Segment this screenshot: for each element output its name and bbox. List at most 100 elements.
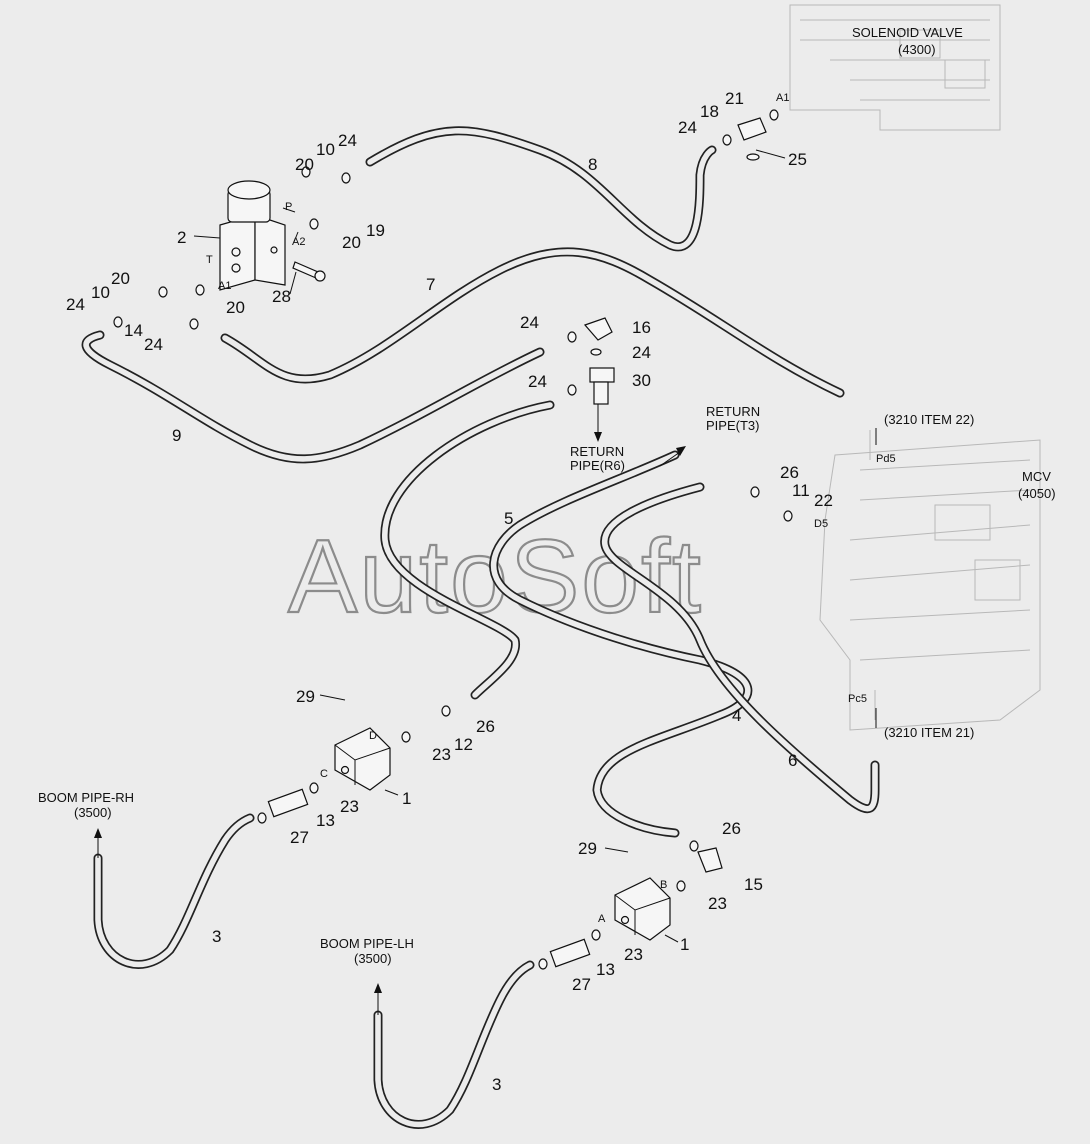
callout: 24 [144, 335, 163, 354]
hose-9 [81, 330, 545, 464]
hose-5 [380, 400, 555, 700]
check-valve-13-lower [549, 938, 591, 968]
solenoid-valve-body [219, 180, 286, 291]
boom-pipe-lh-ref: (3500) [354, 951, 392, 966]
callout: 24 [520, 313, 539, 332]
elbow-15 [697, 847, 723, 873]
solenoid-valve-ghost [789, 4, 1001, 131]
callout: 24 [66, 295, 85, 314]
callout: 12 [454, 735, 473, 754]
callout: 24 [632, 343, 651, 362]
callout: 24 [338, 131, 357, 150]
port-a1-solenoid: A1 [776, 92, 789, 104]
callout: 25 [788, 150, 807, 169]
callout: 10 [316, 140, 335, 159]
callout: 15 [744, 875, 763, 894]
port-b: B [660, 879, 667, 891]
check-valve-13-upper [267, 788, 309, 818]
callout: 1 [402, 789, 411, 808]
callout: 24 [678, 118, 697, 137]
pipe-4 [489, 450, 753, 838]
return-pipe-t3-line2: PIPE(T3) [706, 418, 759, 433]
port-d5: D5 [814, 518, 828, 530]
mcv-label: MCV [1022, 469, 1051, 484]
callout: 13 [596, 960, 615, 979]
pipe-6 [600, 482, 880, 814]
item22-ref-label: (3210 ITEM 22) [884, 412, 974, 427]
callout: 18 [700, 102, 719, 121]
callout: 26 [780, 463, 799, 482]
leader-lines [193, 149, 877, 943]
port-a: A [598, 913, 606, 925]
port-t: T [206, 254, 213, 266]
callout: 27 [290, 828, 309, 847]
callout: 20 [295, 155, 314, 174]
callout: 8 [588, 155, 597, 174]
callout: 23 [432, 745, 451, 764]
callout: 4 [732, 706, 741, 725]
mcv-ref: (4050) [1018, 486, 1056, 501]
boom-pipe-rh-label: BOOM PIPE-RH [38, 790, 134, 805]
hose-3-upper [93, 813, 255, 969]
callout: 29 [578, 839, 597, 858]
o-rings [113, 109, 793, 970]
callout: 24 [528, 372, 547, 391]
elbow-16 [583, 317, 613, 341]
callout: 6 [788, 751, 797, 770]
callout: 26 [722, 819, 741, 838]
callout: 29 [296, 687, 315, 706]
block-1-upper [334, 727, 391, 791]
boom-pipe-rh-ref: (3500) [74, 805, 112, 820]
callout: 26 [476, 717, 495, 736]
tee-18 [737, 117, 767, 141]
return-pipe-r6-line1: RETURN [570, 444, 624, 459]
hose-8 [365, 126, 717, 252]
callout: 21 [725, 89, 744, 108]
callout: 1 [680, 935, 689, 954]
callout: 19 [366, 221, 385, 240]
callout: 2 [177, 228, 186, 247]
callout: 22 [814, 491, 833, 510]
callout: 30 [632, 371, 651, 390]
port-pc5: Pc5 [848, 693, 867, 705]
callout: 3 [492, 1075, 501, 1094]
callout: 3 [212, 927, 221, 946]
reference-labels: SOLENOID VALVE (4300) MCV (4050) (3210 I… [38, 25, 1056, 966]
port-c: C [320, 768, 328, 780]
tee-30 [589, 367, 615, 405]
callout: 23 [340, 797, 359, 816]
solenoid-valve-ref: (4300) [898, 42, 936, 57]
port-a2: A2 [292, 236, 305, 248]
callout: 9 [172, 426, 181, 445]
callout-numbers: 1 1 2 3 3 4 5 6 7 8 9 10 10 11 12 13 13 … [66, 89, 833, 1094]
block-1-lower [614, 877, 671, 941]
boom-pipe-lh-label: BOOM PIPE-LH [320, 936, 414, 951]
screw-28 [292, 261, 326, 282]
port-pd5: Pd5 [876, 453, 896, 465]
callout: 28 [272, 287, 291, 306]
callout: 20 [226, 298, 245, 317]
port-p: P [285, 201, 292, 213]
hose-7 [220, 247, 845, 398]
callout: 23 [708, 894, 727, 913]
port-d: D [369, 730, 377, 742]
hose-3-lower [373, 960, 535, 1129]
solenoid-valve-label: SOLENOID VALVE [852, 25, 963, 40]
callout: 20 [342, 233, 361, 252]
callout: 5 [504, 509, 513, 528]
callout: 23 [624, 945, 643, 964]
callout: 16 [632, 318, 651, 337]
port-labels: P A2 T A1 A1 Pd5 D5 Pc5 C D A B [206, 92, 896, 925]
callout: 11 [792, 481, 810, 500]
mcv-ghost [819, 430, 1041, 731]
callout: 10 [91, 283, 110, 302]
return-pipe-t3-line1: RETURN [706, 404, 760, 419]
callout: 27 [572, 975, 591, 994]
flow-arrows [94, 404, 686, 1015]
port-a1-valve: A1 [218, 280, 231, 292]
item21-ref-label: (3210 ITEM 21) [884, 725, 974, 740]
callout: 13 [316, 811, 335, 830]
callout: 20 [111, 269, 130, 288]
return-pipe-r6-line2: PIPE(R6) [570, 458, 625, 473]
